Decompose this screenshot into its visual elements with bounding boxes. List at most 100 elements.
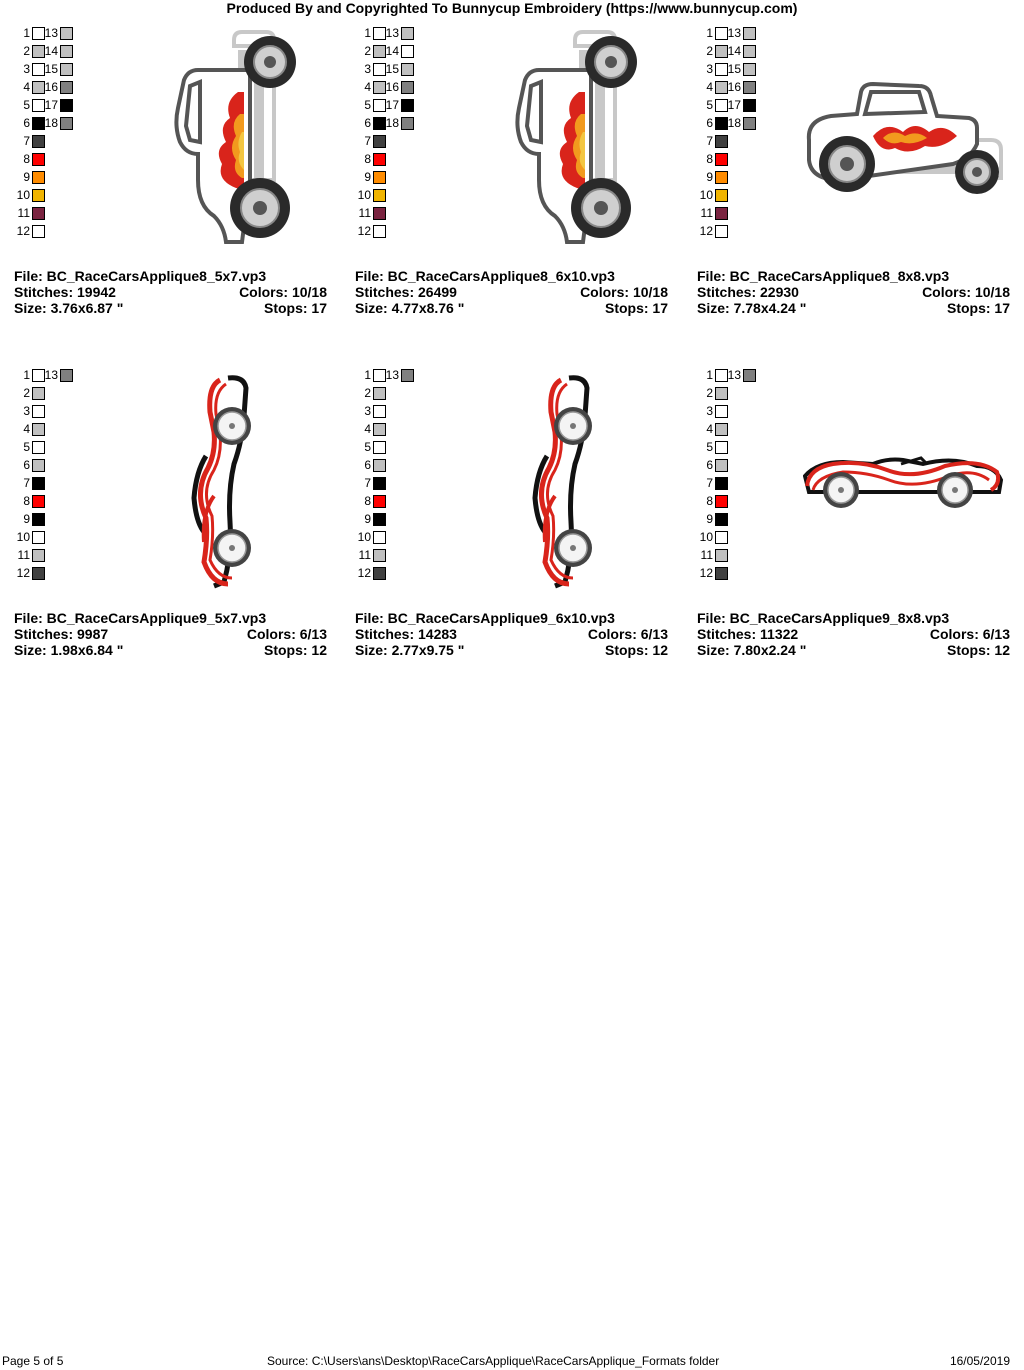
print-date: 16/05/2019 — [949, 1354, 1010, 1368]
color-swatch — [373, 225, 386, 238]
swatch-number: 11 — [17, 548, 30, 562]
swatch-number: 1 — [706, 368, 713, 382]
swatch-number: 2 — [364, 44, 371, 58]
swatch-number: 7 — [23, 476, 30, 490]
color-swatch — [32, 171, 45, 184]
color-swatch — [401, 63, 414, 76]
swatch-number: 18 — [727, 116, 741, 130]
swatch-number: 11 — [17, 206, 30, 220]
swatch-number: 5 — [23, 440, 30, 454]
stitch-count: Stitches: 14283 — [355, 626, 457, 642]
swatch-number: 6 — [364, 116, 371, 130]
swatch-number: 10 — [16, 188, 30, 202]
swatch-number: 8 — [364, 152, 371, 166]
color-swatch — [715, 549, 728, 562]
swatch-number: 10 — [699, 530, 713, 544]
swatch-number: 16 — [727, 80, 741, 94]
swatch-number: 6 — [364, 458, 371, 472]
design-size: Size: 1.98x6.84 " — [14, 642, 124, 658]
swatch-number: 9 — [364, 512, 371, 526]
swatch-number: 1 — [23, 368, 30, 382]
swatch-number: 3 — [23, 404, 30, 418]
swatch-number: 15 — [44, 62, 58, 76]
color-count: Colors: 10/18 — [922, 284, 1010, 300]
color-swatch — [32, 405, 45, 418]
swatch-number: 9 — [23, 170, 30, 184]
wheel-rear — [819, 136, 875, 192]
color-swatch — [715, 27, 728, 40]
color-swatch — [715, 567, 728, 580]
color-swatch — [32, 27, 45, 40]
swatch-number: 8 — [706, 152, 713, 166]
color-swatch — [32, 549, 45, 562]
swatch-number: 7 — [364, 134, 371, 148]
color-swatch — [32, 63, 45, 76]
color-swatch — [373, 405, 386, 418]
swatch-number: 6 — [706, 116, 713, 130]
swatch-number: 12 — [16, 224, 30, 238]
color-swatch — [32, 135, 45, 148]
color-swatch — [715, 513, 728, 526]
swatch-number: 11 — [700, 206, 713, 220]
swatch-number: 1 — [706, 26, 713, 40]
swatch-number: 4 — [364, 80, 371, 94]
color-swatch — [373, 477, 386, 490]
swatch-number: 5 — [23, 98, 30, 112]
swatch-number: 10 — [16, 530, 30, 544]
swatch-number: 4 — [364, 422, 371, 436]
file-name: File: BC_RaceCarsApplique8_8x8.vp3 — [697, 268, 950, 284]
color-swatch — [32, 225, 45, 238]
swatch-number: 9 — [706, 170, 713, 184]
stitch-count: Stitches: 26499 — [355, 284, 457, 300]
design-info: File: BC_RaceCarsApplique9_6x10.vp3 Stit… — [355, 610, 668, 658]
color-swatch — [401, 27, 414, 40]
color-swatch — [373, 117, 386, 130]
swatch-number: 12 — [699, 566, 713, 580]
stop-count: Stops: 12 — [263, 642, 327, 658]
color-swatch — [715, 63, 728, 76]
swatch-number: 3 — [364, 62, 371, 76]
color-count: Colors: 6/13 — [246, 626, 327, 642]
color-swatch — [715, 369, 728, 382]
color-swatch — [743, 99, 756, 112]
color-swatch — [32, 441, 45, 454]
swatch-number: 14 — [385, 44, 399, 58]
wheel-top — [585, 36, 637, 88]
design-info: File: BC_RaceCarsApplique9_8x8.vp3 Stitc… — [697, 610, 1010, 658]
design-size: Size: 7.80x2.24 " — [697, 642, 807, 658]
color-swatch — [32, 423, 45, 436]
swatch-number: 3 — [364, 404, 371, 418]
swatch-number: 12 — [357, 566, 371, 580]
swatch-number: 16 — [44, 80, 58, 94]
swatch-number: 16 — [385, 80, 399, 94]
color-swatch — [715, 477, 728, 490]
swatch-number: 11 — [358, 206, 371, 220]
racecar-horizontal-drawing — [803, 456, 1004, 494]
design-preview — [191, 375, 251, 589]
color-swatch — [401, 81, 414, 94]
swatch-number: 13 — [385, 368, 399, 382]
swatch-number: 4 — [23, 422, 30, 436]
color-swatch — [32, 153, 45, 166]
color-swatch — [32, 495, 45, 508]
swatch-number: 9 — [23, 512, 30, 526]
color-swatch — [32, 207, 45, 220]
color-swatch — [373, 369, 386, 382]
color-swatch — [715, 531, 728, 544]
design-preview — [174, 30, 296, 244]
wheel-bottom — [571, 178, 631, 238]
swatch-number: 1 — [364, 368, 371, 382]
color-swatch — [715, 45, 728, 58]
swatch-number: 2 — [364, 386, 371, 400]
swatch-number: 5 — [706, 440, 713, 454]
design-info: File: BC_RaceCarsApplique8_6x10.vp3 Stit… — [355, 268, 668, 316]
swatch-number: 8 — [23, 494, 30, 508]
wheel-bottom — [213, 529, 251, 567]
color-swatch — [743, 63, 756, 76]
color-swatch — [60, 45, 73, 58]
color-swatch — [373, 171, 386, 184]
color-swatch — [715, 387, 728, 400]
design-preview — [803, 456, 1004, 508]
design-size: Size: 3.76x6.87 " — [14, 300, 124, 316]
